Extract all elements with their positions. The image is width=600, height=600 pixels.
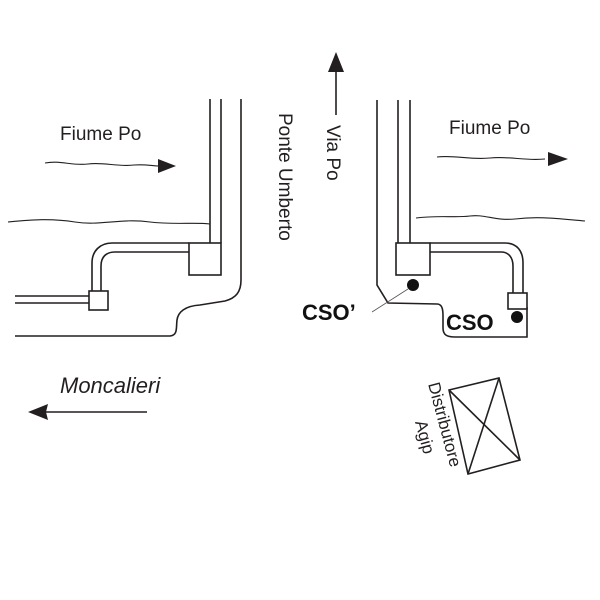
- river-label-right: Fiume Po: [449, 118, 530, 139]
- bridge-label: Ponte Umberto: [274, 113, 295, 241]
- river-flow-line-left: [44, 161, 161, 167]
- cso-main-label: CSO: [446, 310, 494, 335]
- collector-pipe-right-outer: [430, 242, 524, 293]
- chamber-small-right: [507, 292, 528, 310]
- chamber-small-left: [88, 290, 109, 311]
- town-label: Moncalieri: [60, 373, 161, 398]
- riverbank-line-right: [415, 215, 586, 222]
- chamber-large-left: [188, 242, 222, 276]
- river-flow-line-right: [436, 156, 546, 160]
- embankment-contour-left: [15, 99, 242, 337]
- fuel-station: Distributore Agip: [411, 377, 521, 475]
- cso-prime-label: CSO’: [302, 300, 356, 325]
- riverbank-line-left: [7, 219, 211, 225]
- river-flow-arrowhead-right: [548, 152, 568, 166]
- fuel-station-cross-2: [467, 377, 500, 475]
- right-bank: CSO’ CSO Fiume Po: [302, 100, 586, 338]
- cso-main-marker: [511, 311, 523, 323]
- river-flow-arrowhead-left: [158, 159, 176, 173]
- town-arrow-head: [28, 404, 48, 420]
- collector-pipe-left-outer: [91, 242, 189, 291]
- river-label-left: Fiume Po: [60, 124, 141, 145]
- cso-prime-leader: [371, 288, 409, 313]
- direction-moncalieri: Moncalieri: [28, 373, 161, 420]
- chamber-large-right: [395, 242, 431, 276]
- embankment-contour-right: [376, 100, 528, 338]
- street-label: Via Po: [322, 125, 343, 181]
- collector-pipe-right-inner: [430, 251, 514, 293]
- left-bank: Fiume Po: [7, 99, 242, 337]
- street-arrow-head: [328, 52, 344, 72]
- fuel-station-label-line2: Agip: [411, 418, 438, 456]
- cso-prime-marker: [407, 279, 419, 291]
- street-direction: Via Po: [322, 52, 344, 181]
- collector-pipe-left-inner: [100, 251, 189, 291]
